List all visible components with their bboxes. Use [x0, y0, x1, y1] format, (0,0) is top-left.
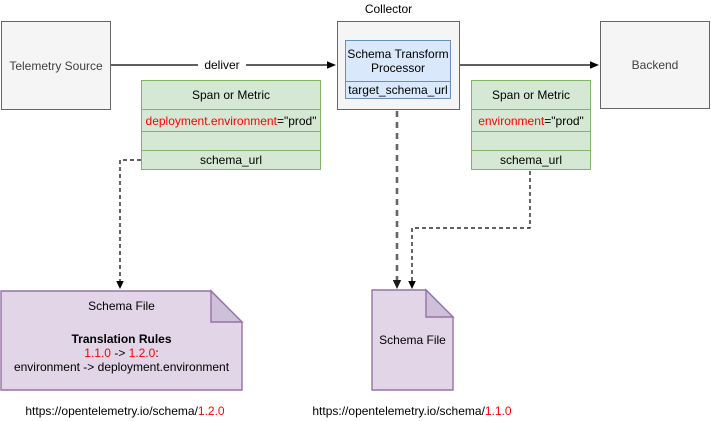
- span-or-metric-right-node: Span or Metric environment="prod" schema…: [471, 80, 591, 170]
- schema-url-mid-text: https://opentelemetry.io/schema/1.1.0: [302, 404, 522, 418]
- collector-title: Collector: [364, 2, 413, 16]
- backend-label: Backend: [631, 58, 679, 72]
- schema-transform-processor-node: Schema Transform Processor target_schema…: [345, 40, 451, 99]
- span-or-metric-left-node: Span or Metric deployment.environment="p…: [141, 80, 321, 170]
- left-schema-url-link: [116, 159, 141, 289]
- version-arrow: ->: [110, 346, 129, 360]
- version-colon: :: [155, 346, 159, 360]
- telemetry-source-label: Telemetry Source: [9, 58, 103, 73]
- schema-file-left-version-mapping: 1.1.0 -> 1.2.0:: [1, 346, 242, 360]
- version-to: 1.2.0: [128, 346, 156, 360]
- span-right-attribute-row: environment="prod": [472, 109, 590, 131]
- schema-file-mid-title: Schema File: [379, 333, 446, 347]
- span-left-attr-key: deployment.environment: [145, 113, 277, 128]
- span-left-attribute-row: deployment.environment="prod": [142, 109, 320, 131]
- schema-url-left-text: https://opentelemetry.io/schema/1.2.0: [15, 404, 235, 418]
- right-schema-url-link: [408, 171, 531, 289]
- target-schema-url-link: [392, 100, 402, 289]
- telemetry-source-node: Telemetry Source: [1, 21, 111, 110]
- processor-title: Schema Transform Processor: [347, 47, 449, 75]
- schema-file-mid-shape: [371, 288, 455, 391]
- span-right-attr-key: environment: [478, 113, 545, 128]
- backend-node: Backend: [600, 21, 710, 109]
- schema-url-left-base: https://opentelemetry.io/schema/: [25, 404, 198, 418]
- schema-file-left-title: Schema File: [88, 299, 155, 313]
- span-left-title: Span or Metric: [191, 88, 271, 102]
- span-left-attr-value: ="prod": [276, 113, 317, 128]
- schema-url-left-version: 1.2.0: [197, 404, 225, 418]
- deliver-edge-label: deliver: [198, 58, 246, 72]
- span-left-empty-row: [142, 131, 320, 150]
- span-left-schema-url-field: schema_url: [142, 150, 320, 169]
- collector-to-backend-arrow: [460, 61, 599, 69]
- span-right-schema-url-field: schema_url: [472, 150, 590, 169]
- schema-file-left-shape: [0, 289, 244, 391]
- processor-target-schema-url-field: target_schema_url: [346, 81, 450, 98]
- schema-url-mid-base: https://opentelemetry.io/schema/: [312, 404, 485, 418]
- span-right-attr-value: ="prod": [544, 113, 584, 128]
- schema-file-left-rules-heading: Translation Rules: [71, 332, 172, 346]
- schema-url-mid-version: 1.1.0: [484, 404, 512, 418]
- schema-file-left-rule: environment -> deployment.environment: [13, 360, 230, 374]
- span-right-empty-row: [472, 131, 590, 150]
- version-from: 1.1.0: [84, 346, 111, 360]
- span-right-title: Span or Metric: [491, 88, 571, 102]
